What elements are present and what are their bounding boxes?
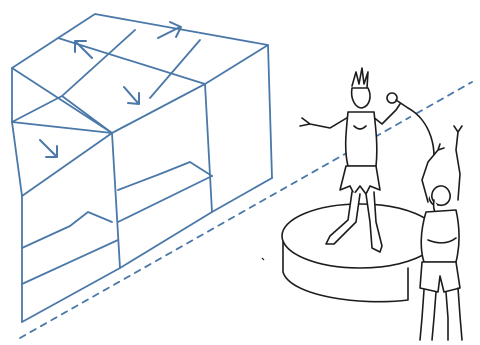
shelf-board-3	[118, 162, 212, 190]
fan-right-arm	[454, 126, 462, 200]
microphone-head	[387, 93, 397, 103]
arrow-up-right-icon	[158, 22, 181, 38]
singer-head	[352, 88, 370, 108]
shelf-top-face	[12, 14, 268, 133]
shelf-front-middle	[112, 84, 205, 133]
fan-left-leg	[420, 290, 424, 340]
shelf-left-side-edge	[12, 122, 22, 196]
shelf-board-1	[22, 212, 112, 248]
fan-left-leg-inner	[432, 292, 436, 340]
arrow-down-right-icon	[40, 140, 57, 157]
singer-torso	[346, 112, 377, 166]
fan-torso	[421, 210, 459, 262]
floor-mark	[262, 258, 264, 260]
shelf-unit	[12, 14, 272, 322]
singer-hair	[352, 68, 368, 88]
singer-right-arm	[372, 104, 400, 124]
fan-right-leg	[446, 292, 448, 340]
round-stage	[282, 204, 438, 302]
fan-right-leg-inner	[458, 288, 462, 340]
shelf-mid-vertical	[112, 133, 120, 268]
shelf-board-4	[118, 176, 212, 222]
singer-left-arm	[300, 116, 350, 128]
fan-shorts	[420, 262, 460, 292]
stage-top	[282, 204, 438, 268]
shelf-right-vertical	[205, 84, 212, 212]
direction-arrows	[40, 22, 181, 157]
shelf-front-left	[22, 133, 112, 196]
arrow-up-left-icon	[75, 41, 92, 58]
singer-skirt	[340, 166, 380, 194]
arrow-down-right-icon	[124, 87, 139, 104]
shelf-back-vertical	[268, 45, 272, 178]
shelf-bottom-edge-right	[120, 178, 272, 268]
shelf-bottom-edge-left	[22, 268, 120, 322]
